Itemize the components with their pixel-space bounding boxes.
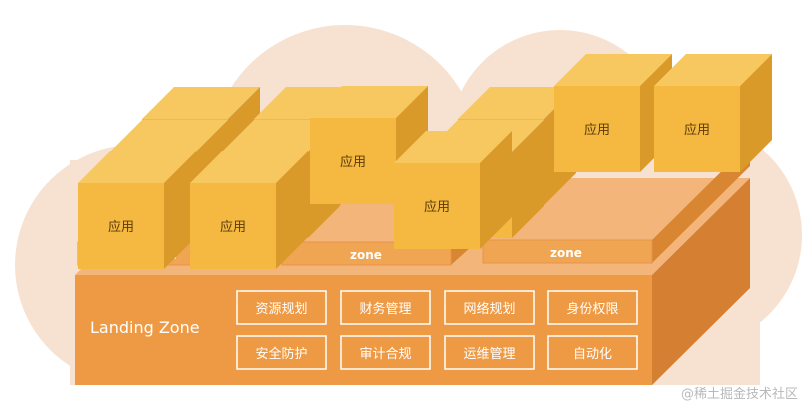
capability-label: 网络规划	[463, 301, 515, 317]
capability-box[interactable]: 网络规划	[444, 290, 535, 325]
zone-label: zone	[550, 246, 582, 260]
capability-label: 安全防护	[255, 346, 307, 362]
capability-label: 运维管理	[463, 347, 515, 362]
capability-label: 审计合规	[359, 347, 411, 362]
app-cube: 应用	[654, 54, 772, 172]
capability-box[interactable]: 自动化	[547, 335, 638, 370]
capability-label: 自动化	[573, 347, 612, 362]
app-cube-label: 应用	[684, 122, 710, 138]
platform-side	[652, 178, 750, 385]
capability-box[interactable]: 审计合规	[340, 335, 431, 370]
capability-box[interactable]: 运维管理	[444, 335, 535, 370]
zone-bar: zone	[482, 143, 750, 264]
capability-box[interactable]: 资源规划	[236, 290, 327, 325]
app-cube-label: 应用	[424, 199, 450, 215]
app-cube: 应用	[78, 151, 196, 269]
app-cube-label: 应用	[340, 154, 366, 170]
app-cube-label: 应用	[108, 219, 134, 235]
app-cube: 应用	[394, 131, 512, 249]
watermark: @稀土掘金技术社区	[681, 386, 798, 402]
application-cubes: 应用应用应用应用应用应用	[78, 54, 772, 269]
capability-box[interactable]: 财务管理	[340, 290, 431, 325]
capability-label: 财务管理	[359, 301, 411, 317]
platform-front	[75, 275, 652, 385]
app-cube-label: 应用	[220, 219, 246, 235]
capability-label: 身份权限	[566, 301, 618, 317]
capability-box[interactable]: 安全防护	[236, 335, 327, 370]
capability-box[interactable]: 身份权限	[547, 290, 638, 325]
app-cube-label: 应用	[584, 122, 610, 138]
landing-zone-title: Landing Zone	[90, 318, 200, 337]
app-cube: 应用	[190, 151, 308, 269]
zone-label: zone	[350, 248, 382, 262]
capability-grid: 资源规划 财务管理 网络规划 身份权限 安全防护 审计合规 运维管理 自动化	[236, 290, 638, 370]
capability-label: 资源规划	[255, 302, 307, 317]
